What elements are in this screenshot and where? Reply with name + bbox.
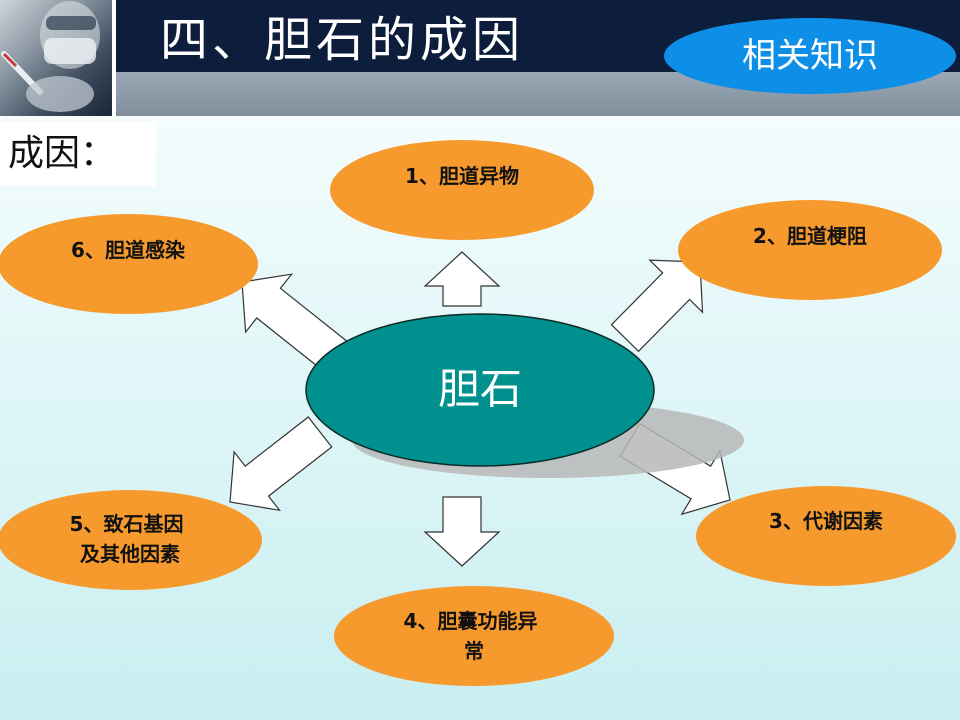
cause-ellipse-2 (678, 200, 942, 300)
center-node: 胆石 (305, 313, 655, 467)
cause-label-1: 1、胆道异物 (405, 164, 519, 188)
arrow-5 (229, 416, 333, 512)
related-knowledge-label: 相关知识 (742, 36, 878, 76)
related-knowledge-button[interactable]: 相关知识 (662, 16, 958, 96)
section-label: 成因： (0, 122, 156, 186)
cause-label-4: 4、胆囊功能异 常 (404, 609, 545, 663)
arrow-6 (241, 273, 348, 372)
cause-node-3: 3、代谢因素 (696, 486, 956, 586)
arrow-1 (423, 251, 501, 307)
center-ellipse (305, 313, 655, 467)
cause-node-1: 1、胆道异物 (330, 140, 594, 240)
photo-goggles-shape (46, 16, 96, 30)
cause-node-4: 4、胆囊功能异 常 (334, 586, 614, 686)
photo-mask-shape (44, 38, 96, 64)
cause-node-5: 5、致石基因 及其他因素 (0, 490, 262, 590)
center-label: 胆石 (438, 365, 522, 414)
cause-label-2: 2、胆道梗阻 (753, 224, 867, 248)
arrow-4 (423, 496, 501, 567)
photo-hand-shape (26, 76, 94, 112)
cause-node-2: 2、胆道梗阻 (678, 200, 942, 300)
cause-ellipse-1 (330, 140, 594, 240)
cause-ellipse-6 (0, 214, 258, 314)
cause-node-6: 6、胆道感染 (0, 214, 258, 314)
arrow-2 (610, 259, 704, 353)
header-stripe (112, 0, 116, 116)
cause-label-6: 6、胆道感染 (71, 238, 186, 262)
related-knowledge-shape (664, 18, 956, 94)
doctor-photo (0, 0, 112, 116)
cause-ellipse-5 (0, 490, 262, 590)
cause-label-5: 5、致石基因 及其他因素 (70, 512, 191, 566)
cause-ellipse-3 (696, 486, 956, 586)
cause-label-3: 3、代谢因素 (769, 509, 883, 533)
page-title: 四、胆石的成因 (160, 12, 525, 68)
cause-ellipse-4 (334, 586, 614, 686)
